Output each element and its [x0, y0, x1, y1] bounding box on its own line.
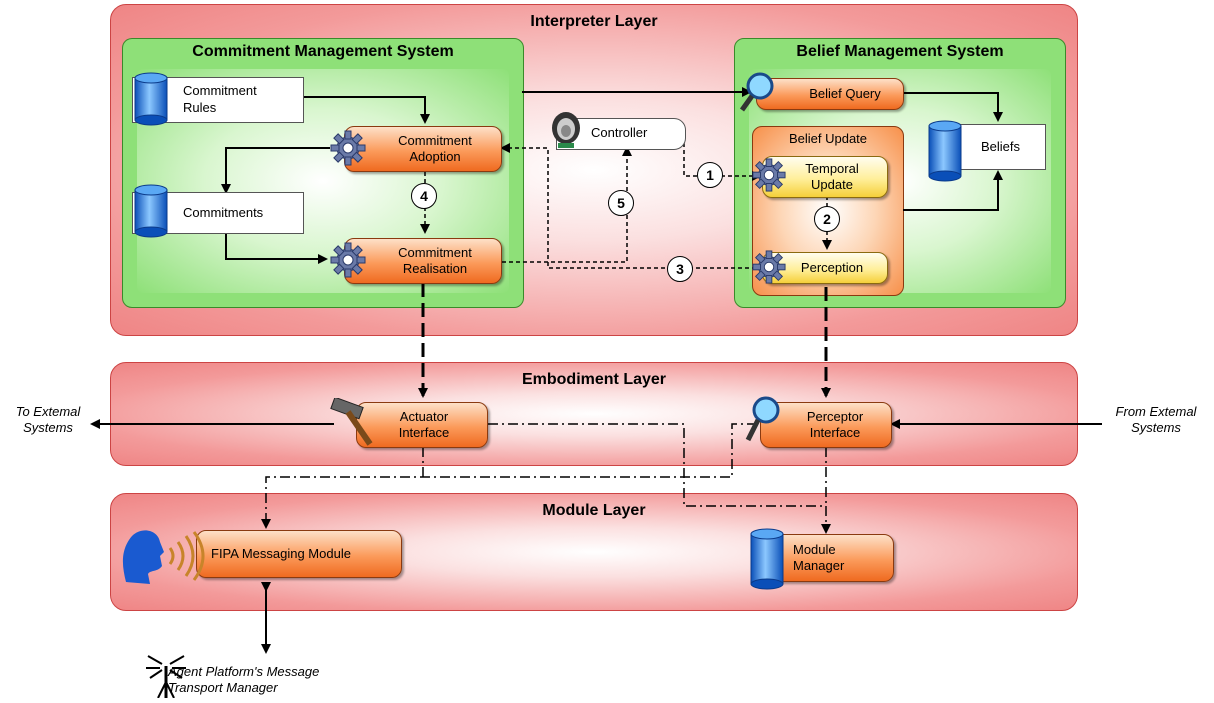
controller-face-icon	[549, 110, 583, 155]
perceptor-line2: Interface	[809, 425, 861, 440]
commitment-rules-line2: Rules	[183, 100, 217, 115]
gear-icon	[752, 250, 786, 289]
hammer-icon	[330, 396, 374, 453]
database-icon	[134, 184, 168, 243]
step-5-badge: 5	[608, 190, 634, 216]
belief-query-label: Belief Query	[809, 86, 881, 101]
realisation-line1: Commitment	[398, 245, 472, 260]
to-external-label: To Extemal Systems	[15, 404, 81, 435]
controller-label: Controller	[591, 125, 648, 140]
module-manager-line1: Module	[793, 542, 836, 557]
perceptor-line1: Perceptor	[806, 409, 864, 424]
beliefs-label: Beliefs	[981, 139, 1021, 154]
commitments-label: Commitments	[183, 205, 264, 220]
belief-system-title: Belief Management System	[796, 43, 1004, 60]
belief-query-process: Belief Query	[756, 78, 904, 110]
commitment-realisation-process: Commitment Realisation	[344, 238, 502, 284]
fipa-messaging-module: FIPA Messaging Module	[196, 530, 402, 578]
gear-icon	[330, 130, 366, 171]
realisation-line2: Realisation	[402, 261, 468, 276]
perception-label: Perception	[800, 260, 864, 275]
fipa-label: FIPA Messaging Module	[211, 546, 351, 561]
actuator-line2: Interface	[398, 425, 450, 440]
commitment-system-title: Commitment Management System	[192, 43, 454, 60]
step-4-badge: 4	[411, 183, 437, 209]
database-icon	[134, 72, 168, 131]
database-icon	[750, 528, 784, 595]
from-external-label: From Extemal Systems	[1115, 404, 1197, 435]
commitment-adoption-process: Commitment Adoption	[344, 126, 502, 172]
database-icon	[928, 120, 962, 187]
speaking-head-icon	[118, 526, 214, 591]
actuator-line1: Actuator	[399, 409, 449, 424]
magnifier-icon	[744, 394, 784, 449]
adoption-line2: Adoption	[409, 149, 461, 164]
perceptor-interface-process: Perceptor Interface	[760, 402, 892, 448]
step-2-badge: 2	[814, 206, 840, 232]
actuator-interface-process: Actuator Interface	[356, 402, 488, 448]
transport-manager-label: Agent Platform's Message Transport Manag…	[168, 664, 320, 695]
temporal-line2: Update	[811, 177, 853, 192]
commitment-rules-line1: Commitment	[183, 83, 257, 98]
antenna-icon	[146, 652, 186, 703]
gear-icon	[330, 242, 366, 283]
module-layer-title: Module Layer	[542, 502, 646, 519]
embodiment-layer: Embodiment Layer	[110, 362, 1078, 466]
belief-update-title: Belief Update	[788, 131, 868, 146]
gear-icon	[752, 158, 786, 197]
embodiment-layer-title: Embodiment Layer	[521, 371, 667, 388]
module-manager-process: Module Manager	[770, 534, 894, 582]
module-manager-line2: Manager	[793, 558, 845, 573]
temporal-line1: Temporal	[805, 161, 859, 176]
step-1-badge: 1	[697, 162, 723, 188]
step-3-badge: 3	[667, 256, 693, 282]
adoption-line1: Commitment	[398, 133, 472, 148]
interpreter-layer-title: Interpreter Layer	[530, 13, 658, 30]
magnifier-icon	[738, 70, 778, 119]
